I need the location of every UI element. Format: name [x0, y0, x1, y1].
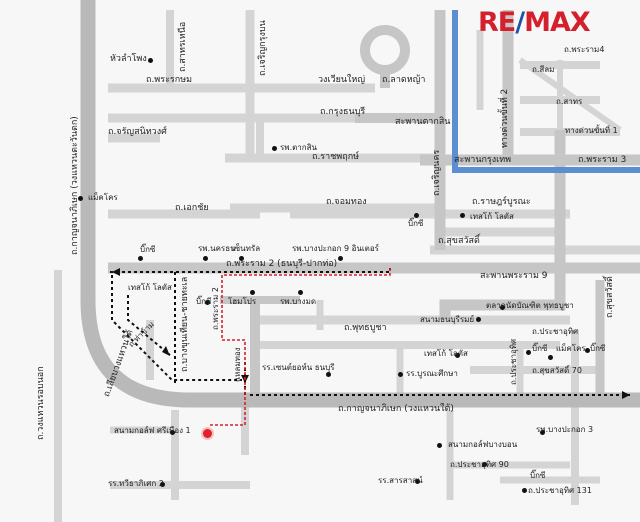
- label-wat-poo: สนามกอล์ฟบางบอน: [448, 440, 518, 449]
- landmark-dot: [476, 317, 481, 322]
- landmark-dot: [415, 479, 420, 484]
- label-krungthep-bridge: สะพานกรุงเทพ: [454, 155, 512, 165]
- label-rama2-soi: ถ.พระราม 2: [211, 287, 220, 330]
- label-pracha-uthit: ถ.ประชาอุทิศ: [532, 327, 579, 336]
- label-ring-south: ถ.กาญจนาภิเษก (วงแหวนใต้): [338, 404, 454, 414]
- landmark-dot: [203, 256, 208, 261]
- label-makro-2: แม็คโคร: [556, 344, 586, 353]
- label-bang-mot-dot: แหลมทอง: [233, 347, 242, 382]
- label-sathorn: ถ.สาทร: [556, 97, 583, 106]
- label-hospital-nakhon: รพ.นครธน: [198, 244, 236, 253]
- label-pracha-uthit-131: ถ.ประชาอุทิศ 131: [528, 486, 592, 495]
- landmark-dot: [482, 462, 487, 467]
- landmark-dot: [338, 256, 343, 261]
- landmark-dot: [138, 256, 143, 261]
- label-phra-kaeo: ถ.พระราม4: [564, 45, 605, 54]
- landmark-dot: [326, 372, 331, 377]
- label-school-1: รร.เซนต์ยอห์น ธนบุรี: [262, 363, 335, 372]
- expressway: [452, 10, 640, 173]
- label-rama9-bridge: สะพานพระราม 9: [480, 271, 548, 281]
- ring-road: [80, 0, 640, 408]
- landmark-dot: [548, 355, 553, 360]
- landmark-dot: [585, 348, 590, 353]
- landmark-dot: [526, 350, 531, 355]
- label-wongwian-yai: วงเวียนใหญ่: [318, 75, 365, 85]
- label-pracha-uthit-90: ถ.ประชาอุทิศ 90: [450, 460, 509, 469]
- landmark-dot: [500, 305, 505, 310]
- label-lotus-left: เทสโก้ โลตัส: [128, 283, 172, 292]
- label-kanchana-v: ถ.กาญจนาภิเษก (วงแหวนตะวันตก): [70, 116, 80, 255]
- label-hospital-bangmot: รพ.บางมด: [280, 297, 317, 306]
- label-hua-lamphong: หัวลำโพง: [110, 54, 147, 64]
- label-charoen-sanitwong: ถ.จรัญสนิทวงศ์: [108, 127, 167, 137]
- label-expressway-1: ทางด่วนขั้นที่ 1: [565, 126, 618, 135]
- landmark-dot: [540, 430, 545, 435]
- landmark-dot: [455, 353, 460, 358]
- label-wat-sattha: รร.สารสาสน์: [378, 476, 423, 485]
- label-taksin-expressway: ทางด่วนขั้นที่ 2: [500, 88, 510, 148]
- label-charoen-krung-top: ถ.เจริญกรุงบน: [258, 20, 268, 76]
- label-sathorn-nuea: ถ.สาทรเหนือ: [178, 21, 188, 72]
- landmark-dot: [460, 213, 465, 218]
- label-ratburana: ถ.ราษฎร์บูรณะ: [472, 197, 531, 207]
- label-big-c-bottom: บิ๊กซี: [530, 471, 546, 480]
- label-hospital-bangpakok-3: รพ.บางปะกอก 3: [536, 425, 594, 434]
- label-chom-thong: ถ.จอมทอง: [326, 197, 367, 207]
- label-taksin-bridge: สะพานตากสิน: [395, 117, 451, 127]
- minor-roads: [54, 10, 640, 522]
- label-hospital-bangpakok: รพ.บางปะกอก 9 อินเตอร์: [292, 244, 379, 253]
- landmark-dot: [298, 290, 303, 295]
- label-rama2: ถ.พระราม 2 (ธนบุรี-ปากท่อ): [226, 259, 338, 269]
- label-lat-ya: ถ.ลาดหญ้า: [382, 75, 426, 85]
- landmark-dot: [522, 488, 527, 493]
- label-bang-khun-thian: ถ.บางขุนเทียน-ชายทะเล: [180, 276, 190, 372]
- label-pracha-uthit-2: ถ.ประชาอุทิศ: [509, 338, 518, 385]
- remax-logo: RE/MAX: [478, 7, 591, 38]
- label-samae-dam: สนามกอล์ฟ ศรีเมือง 1: [114, 426, 191, 435]
- label-somsak: ถ.สีลม: [532, 65, 555, 74]
- landmark-dot: [78, 196, 83, 201]
- label-lotus-top: เทสโก้ โลตัส: [470, 212, 514, 221]
- label-ekachai: ถ.เอกชัย: [175, 203, 209, 213]
- label-charoen-nakhon: ถ.เจริญนคร: [432, 149, 442, 196]
- label-hospital-1: รพ.ตากสิน: [280, 143, 317, 152]
- landmark-dot: [205, 300, 210, 305]
- landmark-dot: [272, 146, 277, 151]
- label-phraram-road: ถ.พระรกษม: [146, 75, 193, 85]
- label-home-pro: โฮมโปร: [228, 297, 257, 306]
- label-big-c-4: บิ๊กซี: [532, 344, 548, 353]
- landmark-dot: [437, 443, 442, 448]
- landmark-dot: [170, 430, 175, 435]
- label-lotus-mid: เทสโก้ โลตัส: [424, 349, 468, 358]
- landmark-dot: [398, 372, 403, 377]
- landmark-dot: [239, 256, 244, 261]
- label-big-c-right: บิ๊กซี: [590, 344, 606, 353]
- label-big-c-2: บิ๊กซี: [140, 245, 156, 254]
- label-rama3: ถ.พระราม 3: [578, 155, 627, 165]
- landmark-dot: [148, 58, 153, 63]
- label-outer-ring: ถ.วงแหวนรอบนอก: [36, 366, 46, 440]
- label-makro: แม็คโคร: [88, 193, 118, 202]
- label-krung-thonburi: ถ.กรุงธนบุรี: [320, 107, 366, 117]
- label-wat-suan: สนามธนบุรีรมย์: [420, 315, 475, 324]
- label-big-c: บิ๊กซี: [408, 219, 424, 228]
- label-big-c-3: บิ๊กซี: [196, 297, 212, 306]
- wongwian-yai-circle: [360, 25, 410, 75]
- landmark-dot: [414, 213, 419, 218]
- label-bangmot-school: รร.ทวีธาภิเศก 2: [108, 479, 164, 488]
- landmark-dot: [160, 482, 165, 487]
- route-red: [210, 268, 391, 426]
- label-central: เซ็นทรัล: [232, 244, 261, 253]
- label-suksawat-70: ถ.สุขสวัสดิ์ 70: [532, 366, 582, 375]
- label-suksawat-right: ถ.สุขสวัสดิ์: [605, 276, 615, 318]
- landmark-dot: [250, 290, 255, 295]
- label-ratchaphruek: ถ.ราชพฤกษ์: [312, 152, 360, 162]
- label-suksawat: ถ.สุขสวัสดิ์: [438, 236, 480, 246]
- label-putthabucha: ถ.พุทธบูชา: [344, 323, 387, 333]
- label-market-sakol: ตลาดนัดบัณฑิต พุทธบูชา: [486, 301, 574, 310]
- label-school-2: รร.บูรณะศึกษา: [406, 369, 458, 378]
- location-pin: [203, 429, 212, 438]
